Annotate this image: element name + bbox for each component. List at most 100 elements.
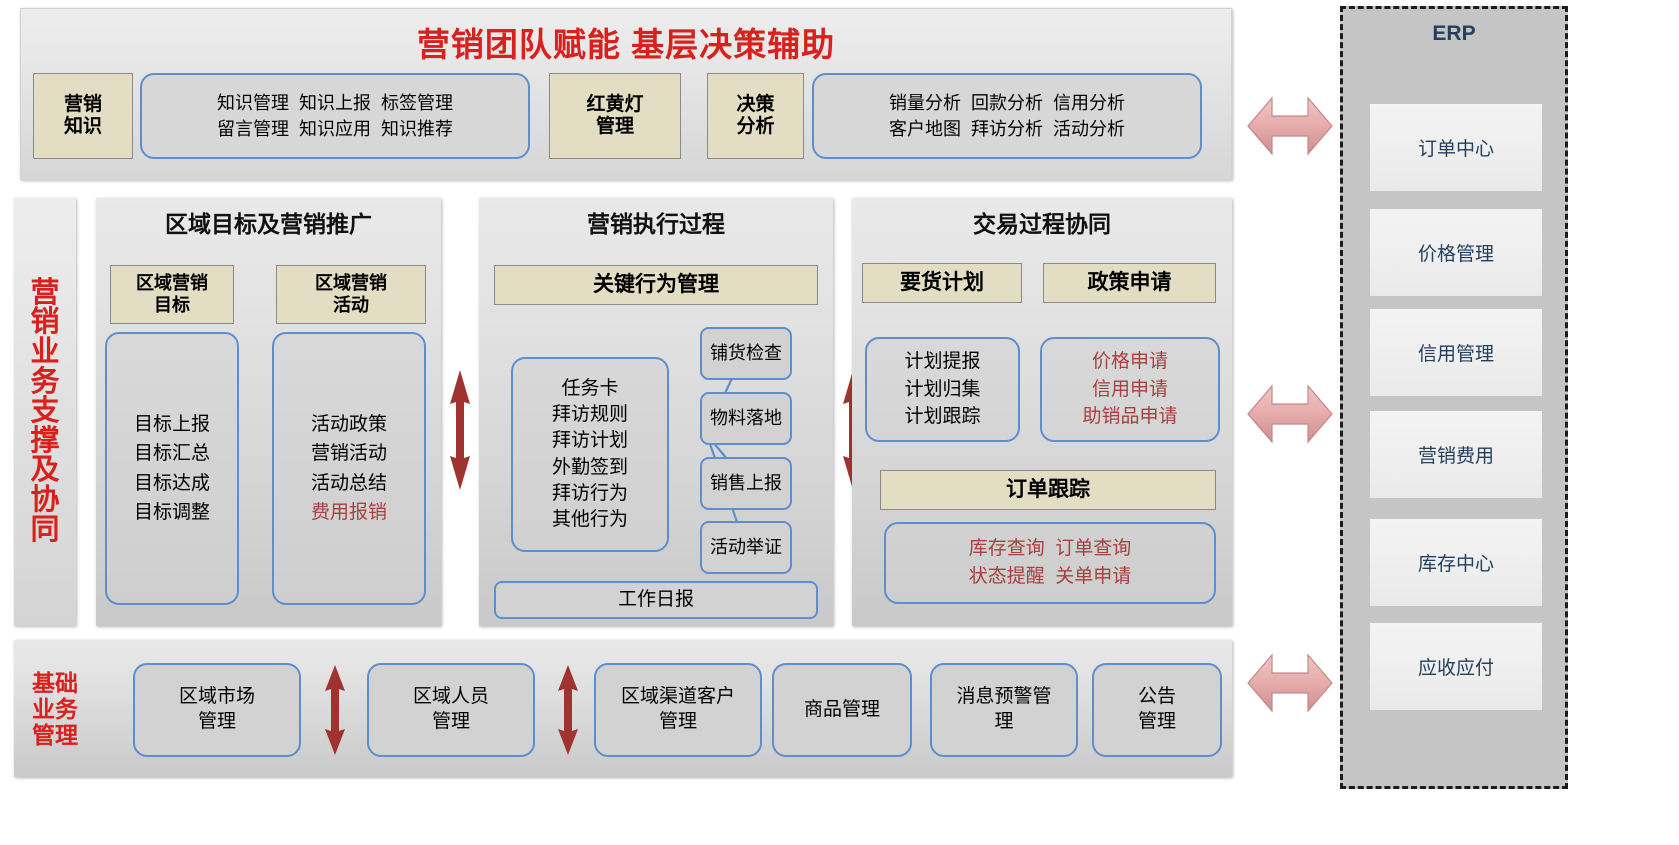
item-campaign-policy: 活动政策 <box>310 413 387 435</box>
group-items: 活动政策 营销活动 活动总结 费用报销 <box>311 410 387 528</box>
order-line-1: 库存查询 订单查询 <box>968 538 1132 560</box>
item-goal-summary: 目标汇总 <box>133 443 210 465</box>
item-visit-plan: 拜访计划 <box>551 430 628 452</box>
policy-items: 价格申请 信用申请 助销品申请 <box>1082 348 1177 431</box>
group-head-key-behavior-mgmt[interactable]: 关键行为管理 <box>494 265 818 305</box>
item-promo-goods-application: 助销品申请 <box>1082 406 1178 428</box>
bottom-item-label: 商品管理 <box>803 698 880 720</box>
header-block-label-marketing-knowledge[interactable]: 营销知识 <box>33 73 133 159</box>
section-title-transaction-collaboration: 交易过程协同 <box>973 211 1111 237</box>
erp-item-label: 应收应付 <box>1417 658 1494 679</box>
group-head-regional-marketing-campaign[interactable]: 区域营销活动 <box>276 265 426 324</box>
bottom-item-product-mgmt[interactable]: 商品管理 <box>772 663 912 757</box>
item-visit-rule: 拜访规则 <box>551 404 628 426</box>
branch-label: 销售上报 <box>710 472 782 493</box>
item-goal-report: 目标上报 <box>133 413 210 435</box>
double-arrow-horizontal-icon-bottom <box>1247 653 1333 713</box>
item-goal-achieve: 目标达成 <box>133 472 210 494</box>
group-body-requirement-plan[interactable]: 计划提报 计划归集 计划跟踪 <box>865 337 1020 442</box>
group-head-requirement-plan[interactable]: 要货计划 <box>862 263 1022 303</box>
double-arrow-horizontal-icon-top <box>1247 96 1333 156</box>
item-plan-aggregate: 计划归集 <box>904 378 981 400</box>
bottom-item-regional-channel-customer-mgmt[interactable]: 区域渠道客户管理 <box>594 663 762 757</box>
order-tracking-items: 库存查询 订单查询 状态提醒 关单申请 <box>969 535 1132 590</box>
group-head-policy-application[interactable]: 政策申请 <box>1043 263 1216 303</box>
group-head-order-tracking[interactable]: 订单跟踪 <box>880 470 1216 510</box>
header-items-text: 销量分析 回款分析 信用分析 客户地图 拜访分析 活动分析 <box>889 90 1125 142</box>
branch-label: 铺货检查 <box>710 342 782 363</box>
item-field-checkin: 外勤签到 <box>551 456 628 478</box>
behavior-items: 任务卡 拜访规则 拜访计划 外勤签到 拜访行为 其他行为 <box>552 376 628 533</box>
label-text: 决策分析 <box>736 93 775 137</box>
decision-line-1: 销量分析 回款分析 信用分析 <box>888 92 1125 113</box>
erp-item-price-mgmt[interactable]: 价格管理 <box>1370 209 1542 296</box>
bottom-item-label: 区域市场管理 <box>178 686 255 732</box>
erp-item-label: 信用管理 <box>1417 344 1494 365</box>
item-price-application: 价格申请 <box>1091 351 1168 373</box>
knowledge-line-1: 知识管理 知识上报 标签管理 <box>216 92 453 113</box>
knowledge-line-2: 留言管理 知识应用 知识推荐 <box>216 119 453 139</box>
bottom-item-regional-market-mgmt[interactable]: 区域市场管理 <box>133 663 301 757</box>
side-label-basic-business: 基础业务管理 <box>24 662 86 758</box>
erp-item-label: 营销费用 <box>1417 446 1494 467</box>
group-head-text: 要货计划 <box>900 270 984 294</box>
erp-item-marketing-expense[interactable]: 营销费用 <box>1370 411 1542 498</box>
bottom-item-label: 公告管理 <box>1137 686 1176 732</box>
bottom-item-announcement-mgmt[interactable]: 公告管理 <box>1092 663 1222 757</box>
item-credit-application: 信用申请 <box>1091 378 1168 400</box>
group-head-text: 政策申请 <box>1087 270 1172 294</box>
bottom-item-label: 区域人员管理 <box>412 686 489 732</box>
item-campaign-summary: 活动总结 <box>310 472 387 494</box>
branch-box-campaign-evidence[interactable]: 活动举证 <box>700 521 792 574</box>
header-items-text: 知识管理 知识上报 标签管理 留言管理 知识应用 知识推荐 <box>217 90 453 142</box>
group-head-regional-marketing-goal[interactable]: 区域营销目标 <box>110 265 234 324</box>
side-label-text: 营销业务支撑及协同 <box>30 276 60 546</box>
header-block-label-traffic-light-mgmt[interactable]: 红黄灯管理 <box>549 73 681 159</box>
group-body-daily-report[interactable]: 工作日报 <box>494 581 818 619</box>
erp-item-order-center[interactable]: 订单中心 <box>1370 104 1542 191</box>
group-body-order-tracking[interactable]: 库存查询 订单查询 状态提醒 关单申请 <box>884 522 1216 604</box>
group-body-key-behaviors[interactable]: 任务卡 拜访规则 拜访计划 外勤签到 拜访行为 其他行为 <box>511 357 669 552</box>
item-goal-adjust: 目标调整 <box>133 501 210 523</box>
branch-label: 活动举证 <box>710 536 782 557</box>
page-title: 营销团队赋能 基层决策辅助 <box>416 26 836 63</box>
erp-item-receivable-payable[interactable]: 应收应付 <box>1370 623 1542 710</box>
bottom-item-label: 区域渠道客户管理 <box>620 686 735 732</box>
group-body-policy-application[interactable]: 价格申请 信用申请 助销品申请 <box>1040 337 1220 442</box>
item-other-behavior: 其他行为 <box>551 508 628 530</box>
erp-item-inventory-center[interactable]: 库存中心 <box>1370 519 1542 606</box>
erp-item-label: 订单中心 <box>1417 139 1494 160</box>
section-title-regional-goals: 区域目标及营销推广 <box>165 211 372 237</box>
header-items-decision-analysis[interactable]: 销量分析 回款分析 信用分析 客户地图 拜访分析 活动分析 <box>812 73 1202 159</box>
label-text: 营销知识 <box>63 93 102 137</box>
group-items: 目标上报 目标汇总 目标达成 目标调整 <box>134 410 210 528</box>
erp-title: ERP <box>1432 22 1476 45</box>
group-head-text: 区域营销目标 <box>136 273 208 315</box>
side-label-marketing-support: 营销业务支撑及协同 <box>14 198 76 626</box>
item-task-card: 任务卡 <box>561 377 619 399</box>
group-head-text: 订单跟踪 <box>1006 477 1090 501</box>
branch-box-material-placement[interactable]: 物料落地 <box>700 392 792 445</box>
double-arrow-horizontal-icon-middle <box>1247 384 1333 444</box>
header-block-label-decision-analysis[interactable]: 决策分析 <box>707 73 804 159</box>
bottom-item-message-alert-mgmt[interactable]: 消息预警管理 <box>930 663 1078 757</box>
group-head-text: 区域营销活动 <box>315 273 387 315</box>
group-body-regional-marketing-campaign[interactable]: 活动政策 营销活动 活动总结 费用报销 <box>272 332 426 605</box>
branch-label: 物料落地 <box>710 407 782 428</box>
decision-line-2: 客户地图 拜访分析 活动分析 <box>888 119 1125 139</box>
bottom-item-label: 消息预警管理 <box>956 686 1052 732</box>
side-label-text: 基础业务管理 <box>32 670 78 748</box>
bottom-item-regional-staff-mgmt[interactable]: 区域人员管理 <box>367 663 535 757</box>
erp-item-credit-mgmt[interactable]: 信用管理 <box>1370 309 1542 396</box>
order-line-2: 状态提醒 关单申请 <box>968 566 1132 587</box>
double-arrow-vertical-icon-1 <box>450 370 470 490</box>
item-visit-behavior: 拜访行为 <box>551 482 628 504</box>
item-campaign-marketing: 营销活动 <box>310 443 387 465</box>
branch-box-distribution-check[interactable]: 铺货检查 <box>700 327 792 380</box>
item-plan-track: 计划跟踪 <box>904 406 981 428</box>
branch-box-sales-report[interactable]: 销售上报 <box>700 457 792 510</box>
group-body-regional-marketing-goal[interactable]: 目标上报 目标汇总 目标达成 目标调整 <box>105 332 239 605</box>
header-items-marketing-knowledge[interactable]: 知识管理 知识上报 标签管理 留言管理 知识应用 知识推荐 <box>140 73 530 159</box>
plan-items: 计划提报 计划归集 计划跟踪 <box>904 348 980 431</box>
item-expense-reimbursement: 费用报销 <box>310 501 387 523</box>
